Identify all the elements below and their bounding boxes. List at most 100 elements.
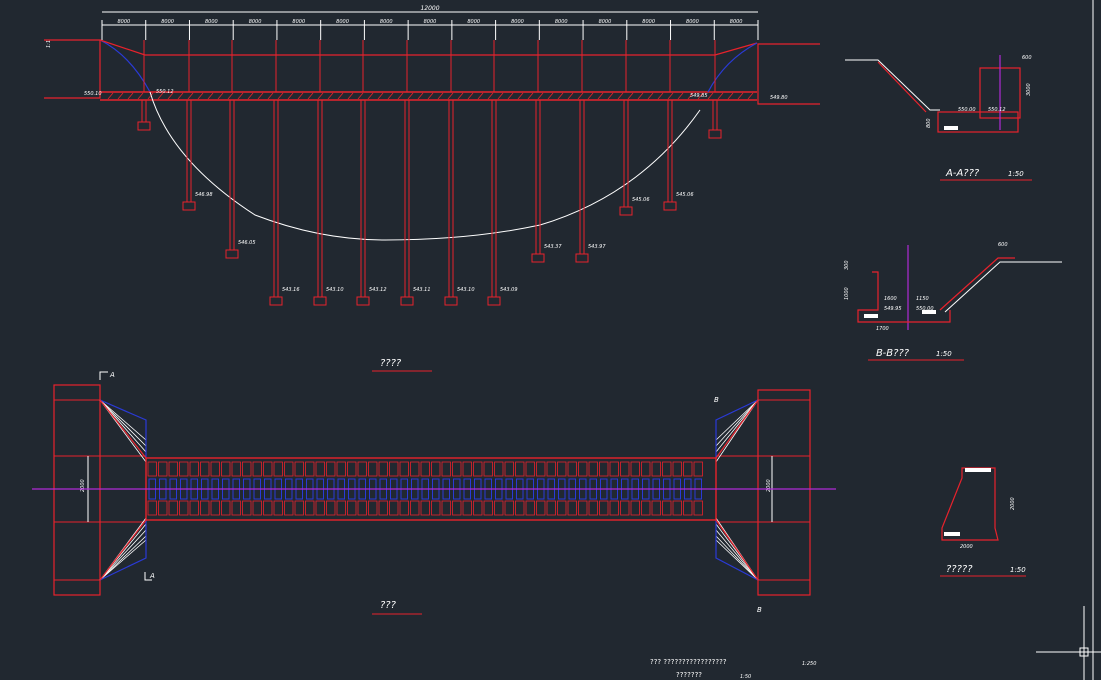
deck-cell-top [609,461,619,477]
deck-cell-bottom [294,500,304,516]
deck-cell-bottom [315,500,325,516]
deck-hatch-mark [427,92,434,100]
pier-footing [487,296,501,306]
dim-span-ticks [101,20,759,40]
detail-scale: 1:50 [1010,566,1026,574]
plan-view[interactable]: 2000 2000 A A B B ??? [32,371,836,615]
dim-span-label: 8000 [642,19,655,25]
deck-hatch-mark [207,92,214,100]
deck-cell-bottom [399,500,409,516]
deck-hatch-mark [637,92,644,100]
pier-elevation-label: 546.05 [238,240,256,246]
deck-hatch-mark [397,92,404,100]
deck-cell-bottom [662,500,672,516]
deck-hatch-mark [747,92,754,100]
section-aa-title: A-A??? [945,168,980,179]
deck-hatch-mark [117,92,124,100]
deck-cell-top [431,461,441,477]
section-aa[interactable]: 600 3000 550.00 550.12 800 A-A??? 1:50 [845,55,1032,181]
wing-fan-line [715,399,759,441]
deck-cell-bottom [494,500,504,516]
pier-elevation-label: 543.16 [282,287,300,293]
deck-cell-top [651,461,661,477]
wing-red-edge [715,519,759,581]
titleblock-line2: ??????? [676,671,702,679]
deck-cell-top [473,461,483,477]
deck-cell-bottom [147,500,157,516]
dim-span-label: 8000 [424,19,437,25]
deck-hatch-mark [567,92,574,100]
deck-elev-left2: 550.12 [156,89,174,95]
deck-hatch [107,92,754,100]
deck-hatch-mark [367,92,374,100]
bb-dim-b: 1150 [916,296,929,302]
deck-hatch-mark [647,92,654,100]
deck-cell-top [168,461,178,477]
deck-cell-top [357,461,367,477]
deck-hatch-mark [477,92,484,100]
deck-hatch-mark [627,92,634,100]
bb-dim-h2: 300 [844,260,850,270]
bb-pipe-l [864,314,878,318]
deck-cell-top [305,461,315,477]
deck-hatch-mark [587,92,594,100]
deck-hatch-mark [717,92,724,100]
deck-cell-top [483,461,493,477]
deck-hatch-mark [227,92,234,100]
plan-left-abutment [53,384,101,596]
section-cut-a-bottom [144,572,152,581]
deck-hatch-mark [217,92,224,100]
detail-title: ????? [946,564,973,575]
deck-hatch-mark [657,92,664,100]
section-marker-b-bottom: B [757,606,762,614]
deck-hatch-mark [247,92,254,100]
deck-cell-top [231,461,241,477]
deck-hatch-mark [467,92,474,100]
pier-elevation-label: 543.10 [457,287,475,293]
pier-elevation-label: 545.06 [676,192,694,198]
bb-left-wall [857,271,951,323]
deck-cell-bottom [504,500,514,516]
deck-hatch-mark [417,92,424,100]
deck-cell-top [315,461,325,477]
wing-blue-edge [715,399,759,458]
deck-cell-top [189,461,199,477]
deck-hatch-mark [577,92,584,100]
bb-dim-h: 1000 [844,287,850,300]
plan-deck-cells [147,461,703,516]
deck-cell-bottom [578,500,588,516]
deck-hatch-mark [487,92,494,100]
deck-hatch-mark [297,92,304,100]
deck-cell-top [179,461,189,477]
deck-cell-top [662,461,672,477]
deck-cell-top [420,461,430,477]
deck-hatch-mark [137,92,144,100]
detail-dim-h: 2000 [1010,497,1016,510]
wing-fan-line [715,399,759,447]
deck-cell-bottom [546,500,556,516]
deck-cell-top [536,461,546,477]
detail-outline [941,467,999,541]
section-aa-scale: 1:50 [1008,170,1024,178]
deck-cell-bottom [683,500,693,516]
deck-hatch-mark [507,92,514,100]
detail-view[interactable]: 2000 2000 ????? 1:50 [940,467,1026,577]
section-bb[interactable]: 600 1600 1150 1700 1000 300 549.95 550.0… [844,242,1062,361]
aa-dim-side: 3000 [1026,83,1032,96]
deck-cell-top [452,461,462,477]
left-abutment-outline [44,39,101,99]
deck-cell-top [683,461,693,477]
deck-hatch-mark [517,92,524,100]
deck-cell-top [147,461,157,477]
pier-footing [182,201,196,211]
left-abutment-dim: 1:1 [46,40,52,48]
deck-hatch-mark [457,92,464,100]
deck-cell-bottom [599,500,609,516]
section-marker-a-top: A [109,371,115,379]
deck-cell-top [284,461,294,477]
deck-cell-top [200,461,210,477]
deck-elev-right: 549.85 [690,93,708,99]
deck-hatch-mark [677,92,684,100]
